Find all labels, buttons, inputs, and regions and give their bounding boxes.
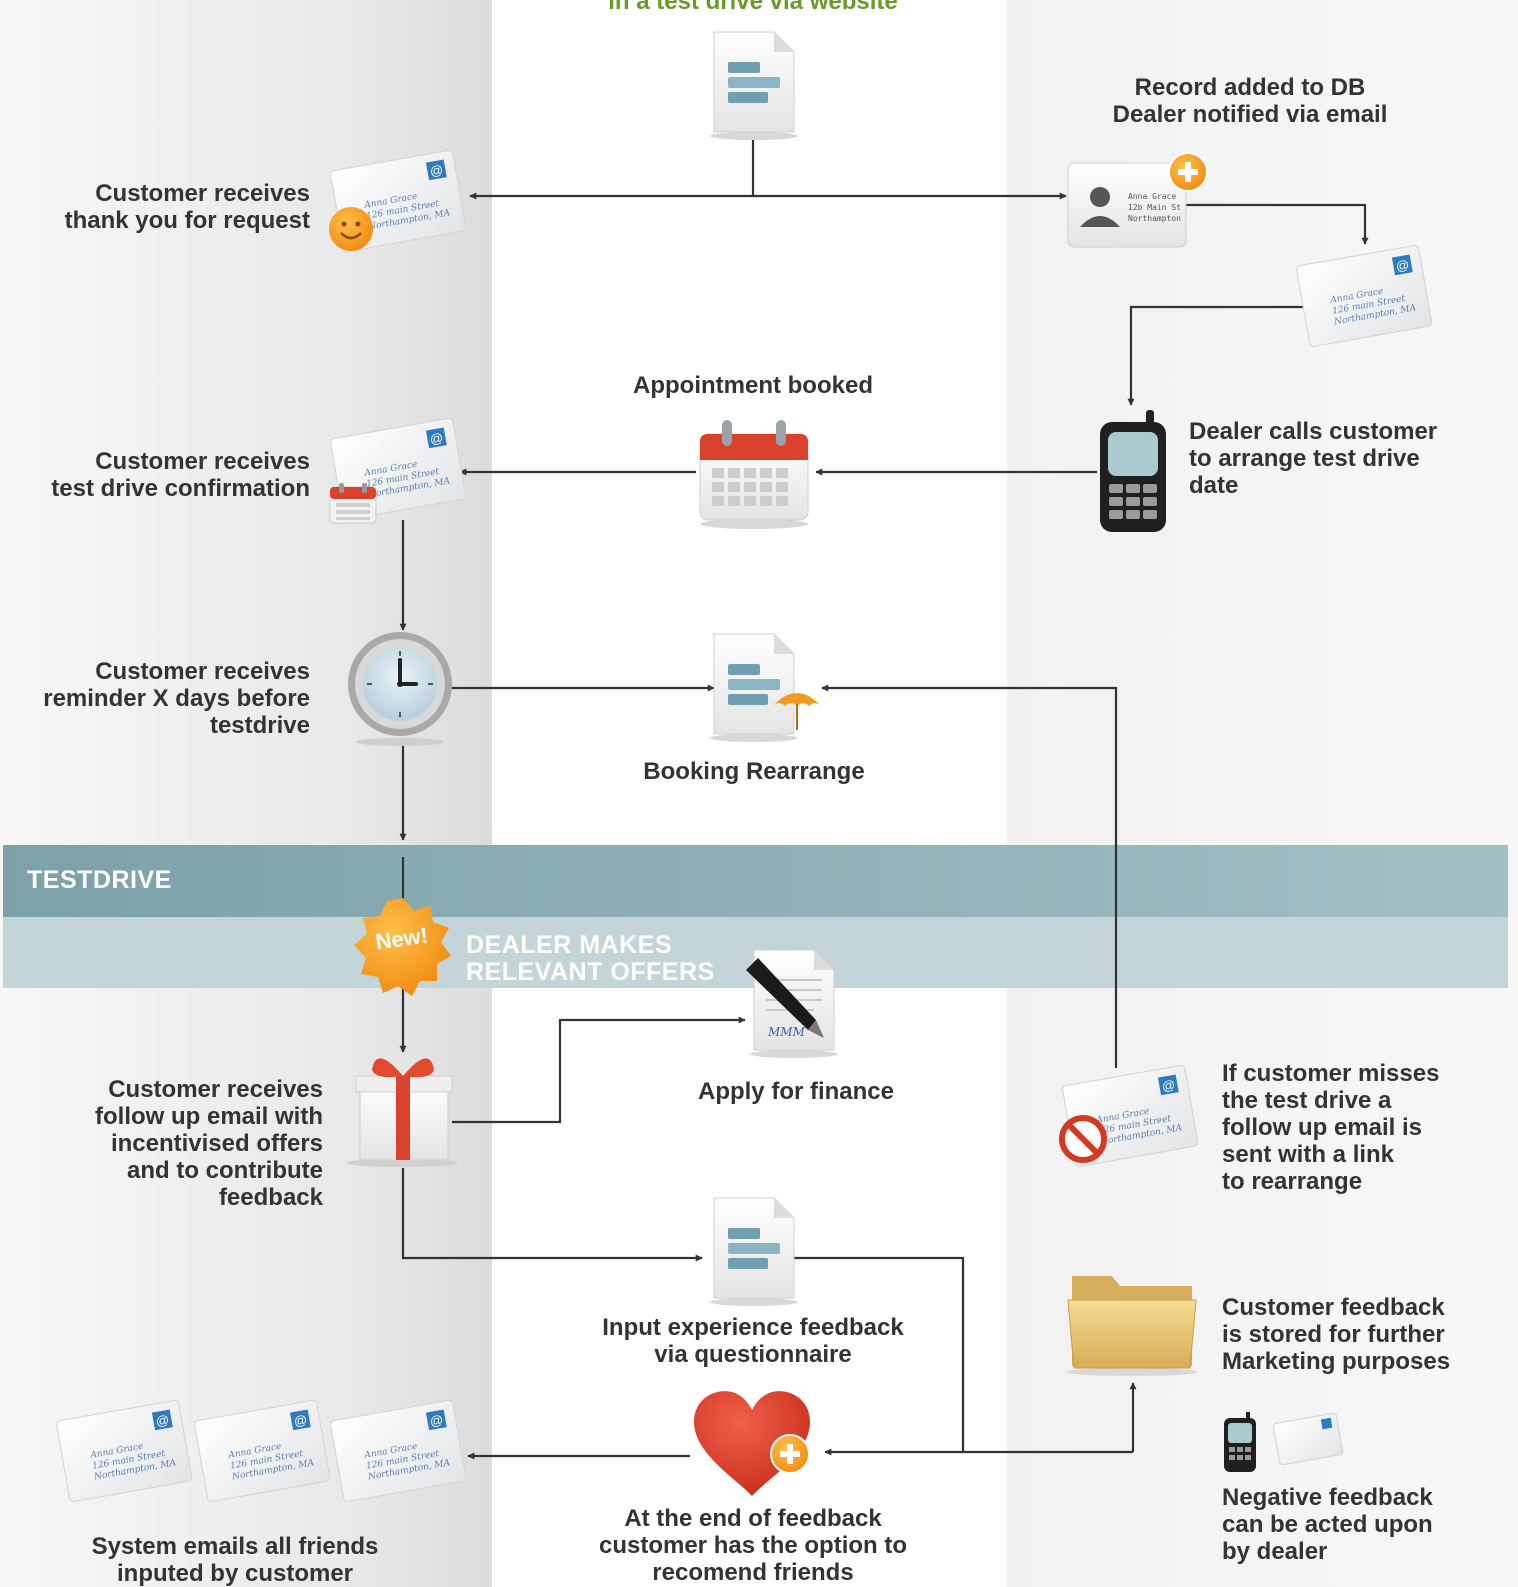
follow-up-offers-label: Customer receives follow up email with i… bbox=[10, 1076, 323, 1211]
new-badge-icon: New! bbox=[354, 898, 451, 996]
svg-text:@: @ bbox=[155, 1412, 171, 1429]
svg-text:Northampton: Northampton bbox=[1128, 214, 1181, 223]
label-line: Customer receives bbox=[95, 180, 310, 207]
testdrive-band-title: TESTDRIVE bbox=[27, 866, 172, 894]
gift-icon bbox=[346, 1058, 458, 1167]
document-icon bbox=[710, 633, 798, 742]
negative-feedback-label: Negative feedback can be acted upon by d… bbox=[1222, 1484, 1512, 1565]
connectors bbox=[399, 138, 1369, 1460]
label-line: thank you for request bbox=[64, 207, 310, 234]
top-step-label: in a test drive via website bbox=[608, 0, 898, 15]
envelope-icon: @ Anna Grace 126 main Street Northampton… bbox=[194, 1399, 331, 1502]
apply-finance-label: Apply for finance bbox=[697, 1078, 895, 1105]
label-line: System emails all friends bbox=[91, 1533, 379, 1560]
label-line: testdrive bbox=[209, 712, 310, 739]
plus-icon bbox=[1168, 152, 1208, 192]
label-line: Customer receives bbox=[108, 1076, 323, 1103]
umbrella-icon bbox=[773, 693, 821, 730]
smiley-icon bbox=[329, 207, 373, 251]
label-line: Marketing purposes bbox=[1222, 1348, 1451, 1375]
connector-arrow-missed-rearrange bbox=[821, 684, 1118, 1068]
document-icon bbox=[710, 31, 798, 140]
thank-you-label: Customer receives thank you for request bbox=[10, 180, 310, 234]
mobile-phone-icon bbox=[1100, 410, 1166, 532]
connector-arrow-dealer-calls bbox=[1127, 305, 1312, 406]
record-added-label: Record added to DB Dealer notified via e… bbox=[1060, 74, 1440, 128]
plus-icon bbox=[770, 1434, 810, 1474]
contact-card-icon: Anna Grace 12b Main St Northampton bbox=[1067, 162, 1187, 248]
pen-signature-icon: MMM bbox=[746, 949, 838, 1058]
label-line: Customer receives bbox=[95, 448, 310, 475]
calendar-icon bbox=[699, 420, 809, 529]
document-icon bbox=[710, 1197, 798, 1306]
no-entry-icon bbox=[1059, 1115, 1107, 1163]
label-line: is stored for further bbox=[1222, 1321, 1445, 1348]
label-line: reminder X days before bbox=[43, 685, 310, 712]
label-line: test drive confirmation bbox=[51, 475, 310, 502]
label-line: and to contribute bbox=[127, 1157, 323, 1184]
connector-arrow-dealer-email bbox=[1183, 203, 1369, 245]
recommend-friends-label: At the end of feedback customer has the … bbox=[560, 1505, 946, 1586]
svg-text:@: @ bbox=[1395, 257, 1411, 274]
svg-text:@: @ bbox=[1161, 1077, 1177, 1094]
label-line: follow up email is bbox=[1222, 1114, 1423, 1141]
svg-text:MMM: MMM bbox=[767, 1025, 806, 1039]
label-line: Record added to DB bbox=[1134, 74, 1366, 101]
svg-text:@: @ bbox=[429, 162, 445, 179]
svg-text:@: @ bbox=[429, 1412, 445, 1429]
label-line: sent with a link bbox=[1222, 1141, 1395, 1168]
svg-text:@: @ bbox=[293, 1412, 309, 1429]
calendar-icon bbox=[329, 483, 377, 524]
envelope-icon: @ Anna Grace 126 main Street Northampton… bbox=[1296, 244, 1433, 347]
label-line: Customer feedback bbox=[1222, 1294, 1445, 1321]
dealer-offers-band-title: DEALER MAKES RELEVANT OFFERS bbox=[466, 932, 715, 986]
label-line: Dealer notified via email bbox=[1112, 101, 1388, 128]
mobile-phone-icon bbox=[1224, 1412, 1256, 1472]
label-line: Negative feedback bbox=[1222, 1484, 1433, 1511]
label-line: Dealer calls customer bbox=[1189, 418, 1438, 445]
booking-rearrange-label: Booking Rearrange bbox=[643, 758, 865, 785]
appointment-booked-label: Appointment booked bbox=[633, 372, 873, 399]
label-line: incentivised offers bbox=[110, 1130, 323, 1157]
envelope-icon: @ Anna Grace 126 main Street Northampton… bbox=[330, 1399, 467, 1502]
questionnaire-label: Input experience feedback via questionna… bbox=[560, 1314, 946, 1368]
clock-icon bbox=[348, 632, 452, 746]
label-line: feedback bbox=[218, 1184, 323, 1211]
svg-text:@: @ bbox=[429, 430, 445, 447]
customer-lane bbox=[0, 0, 492, 1587]
label-line: Customer receives bbox=[95, 658, 310, 685]
connector-arrow-questionnaire bbox=[401, 1168, 703, 1262]
label-line: customer has the option to bbox=[598, 1532, 907, 1559]
label-line: the test drive a bbox=[1222, 1087, 1392, 1114]
label-line: can be acted upon bbox=[1222, 1511, 1433, 1538]
envelope-icon bbox=[1272, 1412, 1344, 1466]
label-line: date bbox=[1189, 472, 1239, 499]
svg-text:Anna Grace: Anna Grace bbox=[1128, 192, 1176, 201]
confirmation-label: Customer receives test drive confirmatio… bbox=[5, 448, 310, 502]
missed-testdrive-label: If customer misses the test drive a foll… bbox=[1222, 1060, 1512, 1195]
dealer-calls-label: Dealer calls customer to arrange test dr… bbox=[1189, 418, 1509, 499]
label-line: via questionnaire bbox=[654, 1341, 852, 1368]
testdrive-band bbox=[3, 845, 1508, 917]
label-line: recomend friends bbox=[652, 1559, 854, 1586]
offers-title-line: RELEVANT OFFERS bbox=[466, 958, 715, 986]
connector-line bbox=[792, 1256, 965, 1452]
offers-title-line: DEALER MAKES bbox=[466, 931, 673, 959]
reminder-label: Customer receives reminder X days before… bbox=[0, 658, 310, 739]
label-line: If customer misses bbox=[1222, 1060, 1440, 1087]
envelope-icon: @ Anna Grace 126 main Street Northampton… bbox=[56, 1399, 193, 1502]
label-line: by dealer bbox=[1222, 1538, 1328, 1565]
folder-icon bbox=[1066, 1276, 1198, 1376]
connector-arrow-finance bbox=[452, 1016, 746, 1124]
label-line: to rearrange bbox=[1222, 1168, 1363, 1195]
label-line: follow up email with bbox=[95, 1103, 323, 1130]
label-line: to arrange test drive bbox=[1189, 445, 1420, 472]
feedback-stored-label: Customer feedback is stored for further … bbox=[1222, 1294, 1512, 1375]
svg-text:12b Main St: 12b Main St bbox=[1128, 203, 1181, 212]
label-line: Input experience feedback bbox=[602, 1314, 904, 1341]
system-emails-friends-label: System emails all friends inputed by cus… bbox=[50, 1533, 420, 1587]
label-line: At the end of feedback bbox=[624, 1505, 882, 1532]
label-line: inputed by customer bbox=[116, 1560, 354, 1587]
